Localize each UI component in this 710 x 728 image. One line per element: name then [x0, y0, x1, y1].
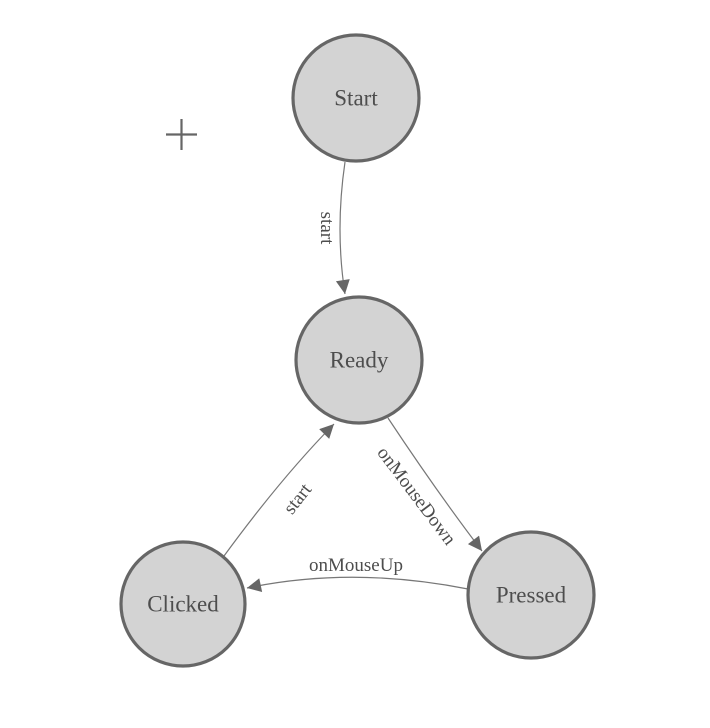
edge-start-to-ready[interactable]: start — [316, 161, 350, 295]
state-circle-ready[interactable] — [294, 295, 424, 425]
edge-ready-to-pressed[interactable]: onMouseDown — [373, 417, 483, 552]
state-label-clicked: Clicked — [147, 592, 219, 617]
state-label-ready: Ready — [330, 348, 389, 373]
state-circle-clicked[interactable] — [119, 540, 247, 668]
state-node-clicked[interactable]: Clicked — [119, 540, 247, 668]
state-circle-pressed[interactable] — [466, 530, 596, 660]
state-node-pressed[interactable]: Pressed — [466, 530, 596, 660]
edge-label-start-vertical: start — [316, 212, 337, 245]
state-label-start: Start — [334, 86, 378, 111]
state-node-ready[interactable]: Ready — [294, 295, 424, 425]
edge-label-start-diagonal: start — [279, 479, 316, 518]
state-circle-start[interactable] — [291, 33, 421, 163]
edge-pressed-to-clicked[interactable]: onMouseUp — [246, 555, 469, 592]
state-label-pressed: Pressed — [496, 583, 567, 608]
edge-label-onmouseup: onMouseUp — [309, 555, 403, 576]
edge-clicked-to-ready[interactable]: start — [223, 423, 335, 557]
state-node-start[interactable]: Start — [291, 33, 421, 163]
crosshair-icon — [166, 119, 197, 150]
